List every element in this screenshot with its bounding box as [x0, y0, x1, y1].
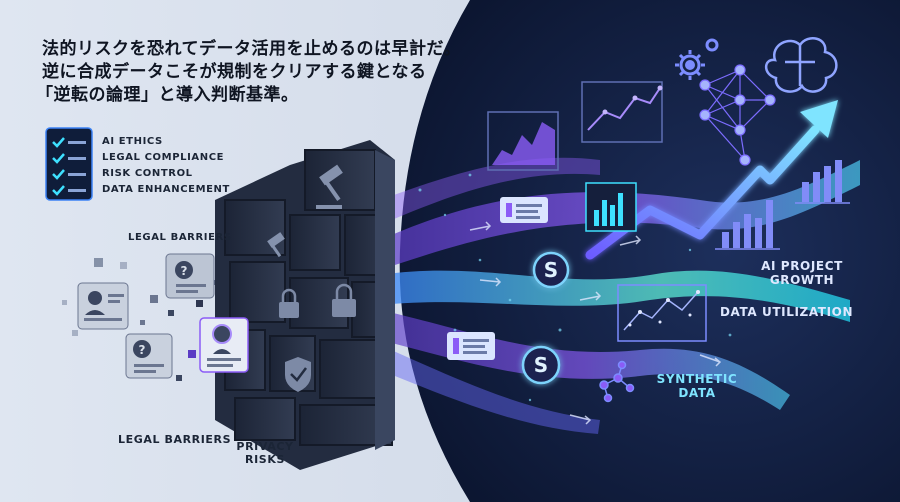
person-card-highlight-icon — [199, 317, 249, 373]
document-icon — [447, 197, 548, 360]
svg-text:S: S — [534, 353, 548, 377]
scatter-chart-icon — [617, 284, 707, 342]
ai-project-growth-line-2: GROWTH — [769, 273, 835, 287]
growth-arrow-icon — [585, 100, 838, 260]
bar-chart-large-icon — [715, 160, 850, 250]
padlock-icon — [279, 283, 356, 318]
line-chart-icon — [581, 81, 663, 143]
person-card-icon — [77, 282, 129, 330]
legal-wall — [215, 140, 395, 470]
ai-project-growth-label: AI PROJECT GROWTH — [752, 259, 852, 287]
headline-line-1: 法的リスクを恐れてデータ活用を止めるのは早計だ。 — [42, 39, 461, 59]
checklist-icon — [45, 127, 93, 201]
checklist-item-data-enhancement: DATA ENHANCEMENT — [102, 184, 230, 195]
data-utilization-label: DATA UTILIZATION — [720, 305, 854, 319]
gavel-icon — [267, 164, 343, 258]
headline-line-3: 「逆転の論理」と導入判断基準。 — [36, 85, 299, 105]
dark-panel — [399, 0, 900, 502]
bar-chart-icon — [585, 182, 637, 232]
ai-project-growth-line-1: AI PROJECT — [761, 259, 843, 273]
svg-text:?: ? — [181, 264, 188, 278]
legal-barriers-label-top: LEGAL BARRIERS — [128, 232, 232, 243]
checklist-item-risk-control: RISK CONTROL — [102, 168, 193, 179]
flow-arrows — [469, 221, 722, 425]
headline-line-2: 逆に合成データこそが規制をクリアする鍵となる — [42, 62, 427, 82]
molecule-icon — [599, 360, 635, 403]
brain-icon — [764, 37, 838, 93]
shield-icon — [285, 357, 311, 392]
privacy-risks-line-1: PRIVACY — [236, 440, 294, 453]
synthetic-data-line-2: DATA — [678, 386, 716, 400]
synthetic-data-line-1: SYNTHETIC — [656, 372, 738, 386]
svg-text:S: S — [544, 258, 558, 282]
synthetic-data-icon: S S — [521, 251, 570, 385]
checklist-item-ai-ethics: AI ETHICS — [102, 136, 163, 147]
checklist-item-legal-compliance: LEGAL COMPLIANCE — [102, 152, 225, 163]
privacy-risks-line-2: RISKS — [245, 453, 285, 466]
gear-icon — [675, 38, 719, 80]
question-card-icon: ? ? — [125, 253, 215, 379]
svg-text:?: ? — [139, 343, 146, 357]
synthetic-data-label: SYNTHETIC DATA — [652, 372, 742, 400]
privacy-risks-label: PRIVACY RISKS — [236, 440, 294, 466]
neural-network-icon — [699, 64, 776, 166]
legal-barriers-label-bottom: LEGAL BARRIERS — [118, 433, 232, 446]
area-chart-icon — [487, 111, 559, 171]
